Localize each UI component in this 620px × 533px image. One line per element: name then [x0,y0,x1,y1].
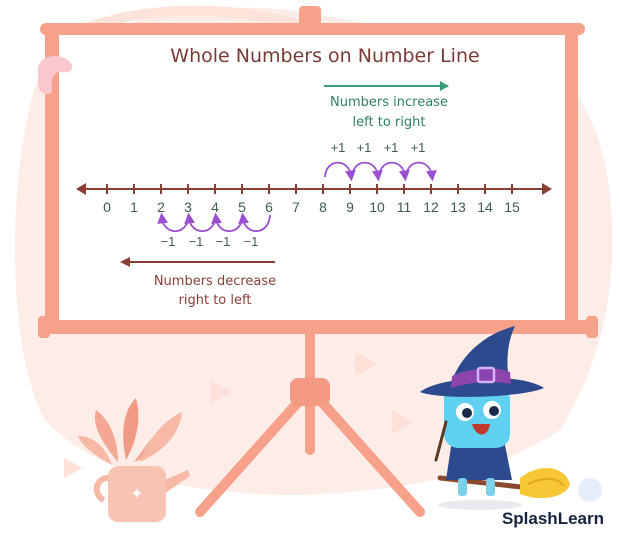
step-label-plus: +1 [331,140,346,155]
number-line-right-arrow [542,183,552,195]
witch-hat-brim [420,377,544,397]
step-label-plus: +1 [357,140,372,155]
hop-arc [184,212,217,233]
step-label-plus: +1 [384,140,399,155]
step-label-minus: −1 [161,234,176,249]
title: Whole Numbers on Number Line [170,45,479,67]
watering-can-plant: ✦ [78,398,190,522]
character-leg [486,478,495,496]
character-pupil [489,406,499,416]
easel-hub [290,378,330,406]
hop-arc [351,161,383,182]
increase-label-line1: Numbers increase [330,95,448,110]
background-wave [78,5,302,35]
board-top-rail [40,23,585,35]
increase-hops [324,161,437,182]
witch-hat-band [451,368,511,388]
increase-label-line2: left to right [353,115,426,130]
increase-arrow-head [440,81,449,91]
number-line-tick-label: 14 [477,199,493,215]
number-line-tick-label: 3 [184,199,192,215]
watering-can-body [108,466,166,522]
character-pupil [462,408,472,418]
decorative-circle [578,478,602,502]
board-bottom-cap-right [586,316,598,338]
number-line-tick-label: 0 [103,199,111,215]
decrease-label-line2: right to left [179,293,252,308]
leaf [78,436,112,465]
board-surface [59,34,565,321]
hop-arc [378,161,410,182]
easel-leg-left [195,395,305,517]
hop-arc [405,161,437,182]
leaf [94,410,118,462]
number-line-tick-label: 4 [211,199,219,215]
decrease-label-line1: Numbers decrease [154,274,276,289]
number-line-tick-label: 6 [265,199,273,215]
magic-wand [434,420,448,462]
decorative-triangle [355,352,377,376]
decorative-triangle [392,410,412,434]
decrease-steps: −1 −1 −1 −1 [161,234,259,249]
increase-steps: +1 +1 +1 +1 [331,140,426,155]
step-label-plus: +1 [411,140,426,155]
character-robe [446,440,512,480]
witch-character [420,326,570,510]
step-label-minus: −1 [216,234,231,249]
number-line-tick-label: 9 [346,199,354,215]
board-bottom-rail [38,320,598,334]
hop-arc [157,212,190,233]
brand-logo: SplashLearn [502,509,604,528]
decrease-arrow-head [120,257,130,267]
broom-bristles [520,467,570,499]
watering-can-spout [160,470,190,494]
number-line-tick-label: 11 [397,199,412,215]
character-shadow [438,500,522,510]
decorative-triangle [210,380,232,404]
board-bottom-cap-left [38,316,50,338]
witch-hat-buckle [476,366,496,384]
leaf [140,412,182,462]
number-line-tick-label: 15 [504,199,520,215]
number-line-tick-label: 5 [238,199,246,215]
hop-arc [238,212,271,233]
hop-arc [324,161,356,182]
decorative-blob [38,56,73,95]
decorative-triangle [64,458,82,478]
number-line-tick-label: 12 [423,199,439,215]
board-hanger [299,6,321,26]
number-line-left-arrow [76,183,86,195]
easel-leg-right [315,395,425,517]
decrease-hops [157,212,271,233]
broom-bristles-shade [527,478,565,487]
step-label-minus: −1 [189,234,204,249]
star-icon: ✦ [130,484,143,503]
number-line-tick-label: 13 [450,199,466,215]
number-line-tick-label: 10 [369,199,385,215]
number-line-tick-label: 7 [292,199,300,215]
easel-stand [195,329,425,517]
character-leg [458,478,467,496]
number-line-tick-label: 2 [157,199,165,215]
number-line-tick-label: 8 [319,199,327,215]
character-mouth [472,424,490,435]
watering-can-handle [93,475,109,503]
hop-arc [211,212,244,233]
leaf [123,398,139,460]
step-label-minus: −1 [244,234,259,249]
number-line-tick-label: 1 [130,199,138,215]
